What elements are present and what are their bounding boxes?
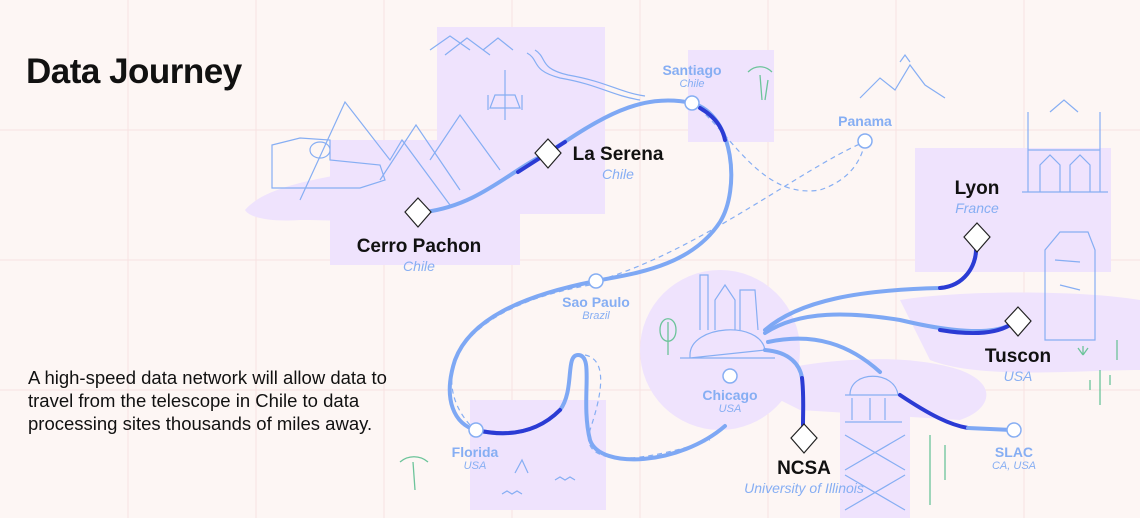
tuscon-diamond-icon[interactable] — [1004, 306, 1032, 337]
telescope-icon — [271, 137, 386, 189]
chicago-marker[interactable] — [722, 368, 738, 384]
site-region: USA — [718, 403, 742, 415]
page-title: Data Journey — [26, 52, 242, 91]
tree-icon — [659, 318, 677, 355]
moai-statue-icon — [1044, 231, 1096, 341]
site-name: Sao Paulo — [562, 294, 630, 310]
site-region: Brazil — [582, 310, 610, 322]
site-name: Cerro Pachon — [356, 236, 482, 257]
sao-paulo-marker[interactable] — [588, 273, 604, 289]
routes — [423, 98, 1014, 462]
cactus-icon — [1089, 340, 1118, 405]
site-name: Florida — [451, 444, 499, 460]
waypoint-markers — [468, 95, 1022, 438]
site-region: Chile — [602, 166, 634, 182]
cathedral-icon — [1022, 99, 1108, 193]
observatory-icon — [487, 70, 523, 120]
site-region: CA, USA — [991, 460, 1037, 472]
site-name: Panama — [838, 113, 892, 129]
site-region: USA — [1003, 368, 1033, 384]
site-name: Tuscon — [984, 346, 1052, 367]
site-name: La Serena — [572, 144, 664, 165]
site-label-panama: Panama — [838, 113, 892, 129]
site-region: University of Illinois — [744, 480, 864, 496]
panama-marker[interactable] — [857, 133, 873, 149]
capitol-icon — [845, 375, 902, 423]
site-region: USA — [463, 460, 487, 472]
site-name: SLAC — [994, 444, 1034, 460]
mountains-icon — [299, 100, 501, 206]
site-region: Chile — [403, 258, 435, 274]
site-markers — [404, 138, 1032, 454]
cerro-pachon-diamond-icon[interactable] — [404, 197, 432, 228]
description-text: A high-speed data network will allow dat… — [28, 367, 387, 434]
grass-icon — [1077, 346, 1089, 356]
site-region: France — [955, 200, 999, 216]
slac-marker[interactable] — [1006, 422, 1022, 438]
site-region: Chile — [679, 78, 705, 90]
lyon-diamond-icon[interactable] — [963, 222, 991, 253]
illustrations — [271, 35, 1108, 511]
ncsa-diamond-icon[interactable] — [790, 423, 818, 454]
wind-lines-icon — [526, 49, 646, 101]
tower-lattice-icon — [844, 434, 906, 511]
skyline-icon — [680, 274, 775, 359]
wave-icon — [501, 476, 576, 495]
santiago-marker[interactable] — [684, 95, 700, 111]
site-name: Lyon — [954, 178, 1000, 199]
palm-tree-icon — [747, 66, 773, 101]
palm-tree-icon — [399, 456, 429, 491]
site-name: NCSA — [777, 458, 831, 479]
site-name: Santiago — [662, 62, 722, 78]
florida-marker[interactable] — [468, 422, 484, 438]
shark-fin-icon — [514, 458, 529, 474]
volcano-icon — [859, 53, 946, 99]
tree-icon — [929, 435, 946, 505]
mountains-icon — [429, 35, 514, 56]
site-name: Chicago — [702, 387, 758, 403]
la-serena-diamond-icon[interactable] — [534, 138, 562, 169]
